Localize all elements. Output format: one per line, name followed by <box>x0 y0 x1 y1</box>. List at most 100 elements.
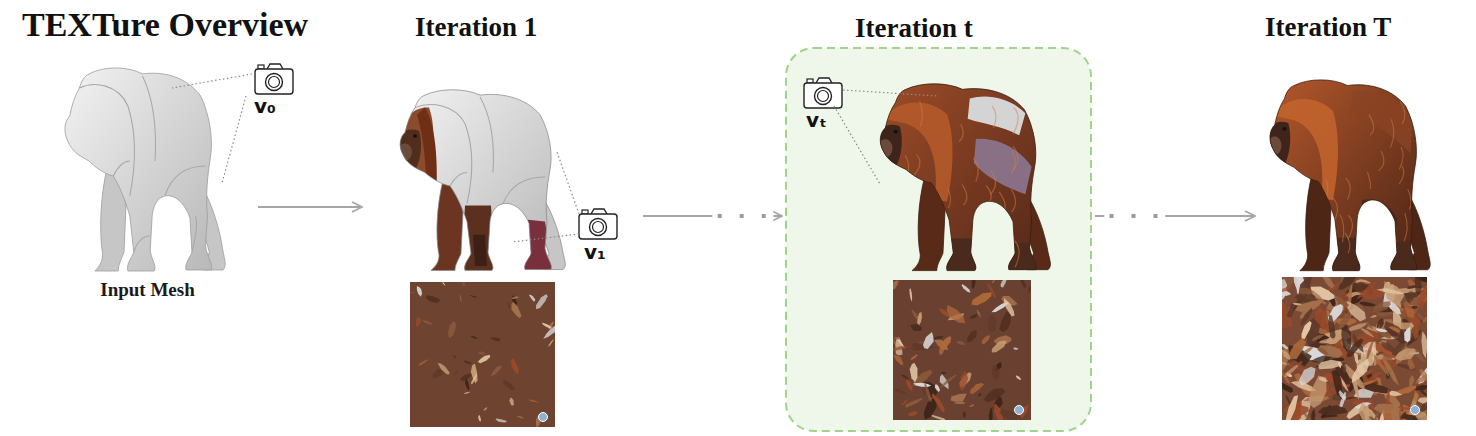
texture-atlas <box>1287 303 1295 318</box>
texture-atlas <box>894 337 900 340</box>
texture-atlas <box>1404 301 1415 318</box>
texture-atlas <box>893 346 909 351</box>
texture-atlas <box>910 324 922 331</box>
ape-figure <box>192 216 197 252</box>
texture-atlas <box>1304 347 1313 354</box>
texture-atlas <box>939 341 945 355</box>
ape-figure <box>523 220 553 272</box>
texture-atlas <box>971 292 991 305</box>
texture-atlas <box>924 398 937 419</box>
texture-atlas <box>917 312 922 325</box>
stage-heading: Iteration 1 <box>415 12 537 43</box>
ape-figure <box>877 96 1040 271</box>
texture-atlas <box>496 419 507 423</box>
ape-figure <box>934 199 938 216</box>
texture-atlas <box>410 282 555 427</box>
texture-atlas <box>453 369 459 376</box>
ape-figure <box>988 203 992 227</box>
iteration-panel: Iteration t <box>785 47 1092 432</box>
texture-atlas <box>1282 344 1288 349</box>
input-stage: Input Mesh <box>40 60 255 305</box>
ape-figure <box>1399 166 1404 184</box>
texture-atlas <box>1299 367 1316 386</box>
view-ray <box>222 96 246 183</box>
texture-atlas <box>529 399 539 402</box>
texture-atlas <box>959 371 968 391</box>
ape-figure <box>450 173 467 186</box>
ape-figure <box>134 236 150 252</box>
ape-figure <box>986 185 991 203</box>
texture-atlas <box>1282 277 1427 420</box>
texture-atlas <box>548 339 554 347</box>
texture-atlas <box>1397 407 1411 410</box>
texture-atlas <box>1285 395 1298 420</box>
texture-atlas <box>906 379 912 391</box>
texture-atlas <box>894 388 908 394</box>
ape-figure <box>905 155 909 177</box>
texture-atlas <box>418 359 428 365</box>
texture-atlas <box>932 393 945 412</box>
ape-figure <box>142 76 155 161</box>
texture-atlas <box>539 413 548 422</box>
ape-figure <box>973 158 978 182</box>
texture-atlas <box>1391 405 1400 420</box>
texture-atlas <box>970 383 984 394</box>
texture-atlas <box>1356 282 1376 300</box>
ape-figure <box>65 68 212 271</box>
texture-atlas <box>1374 409 1379 420</box>
texture-atlas <box>1334 294 1349 307</box>
texture-atlas <box>989 408 993 420</box>
texture-atlas <box>464 361 472 365</box>
texture-atlas <box>465 378 469 391</box>
texture-atlas <box>410 292 415 293</box>
ellipsis-label: · · · <box>712 205 773 227</box>
view-ray <box>512 234 579 242</box>
texture-atlas <box>1376 328 1388 332</box>
ape-figure <box>1359 227 1365 251</box>
ape-figure <box>397 97 553 271</box>
camera-icon <box>266 74 283 91</box>
ape-figure <box>473 235 487 266</box>
texture-atlas <box>1329 377 1332 385</box>
texture-atlas <box>1370 315 1377 318</box>
texture-atlas <box>1394 348 1416 361</box>
ape-figure <box>948 189 951 208</box>
texture-atlas <box>1360 302 1377 307</box>
camera-label: v₁ <box>584 240 606 264</box>
ape-figure <box>1404 213 1407 241</box>
texture-atlas <box>509 398 514 406</box>
texture-atlas <box>410 282 555 427</box>
ape-figure <box>1346 178 1351 199</box>
ape-figure <box>1011 189 1015 212</box>
ape-figure <box>413 134 417 138</box>
panel-outline <box>804 78 1050 426</box>
flow-arrow <box>258 206 362 208</box>
texture-atlas <box>1013 347 1018 349</box>
texture-atlas <box>1362 380 1377 386</box>
texture-atlas <box>507 302 510 308</box>
ape-figure <box>999 192 1005 215</box>
view-ray <box>843 90 938 96</box>
texture-atlas <box>1319 338 1337 343</box>
texture-atlas <box>416 317 422 327</box>
iteration-stage: Iteration T <box>1258 12 1470 432</box>
panel-outline <box>785 47 1092 432</box>
ape-figure <box>913 155 920 177</box>
diagram-title: TEXTure Overview <box>22 5 308 45</box>
texture-atlas <box>417 286 422 297</box>
ape-figure <box>1350 91 1412 153</box>
texture-atlas <box>1303 412 1312 420</box>
texture-atlas <box>1301 321 1311 339</box>
texture-atlas <box>956 341 965 345</box>
texture-atlas <box>983 388 1005 402</box>
ape-figure <box>79 85 134 196</box>
camera-label: vₜ <box>806 108 827 132</box>
texture-atlas <box>941 372 947 374</box>
texture-atlas <box>992 340 1007 352</box>
texture-atlas <box>1282 291 1291 296</box>
texture-atlas <box>491 337 500 341</box>
ape-figure <box>962 184 967 205</box>
texture-atlas <box>1001 280 1008 288</box>
texture-atlas <box>1413 324 1418 339</box>
texture-atlas <box>893 280 1031 420</box>
